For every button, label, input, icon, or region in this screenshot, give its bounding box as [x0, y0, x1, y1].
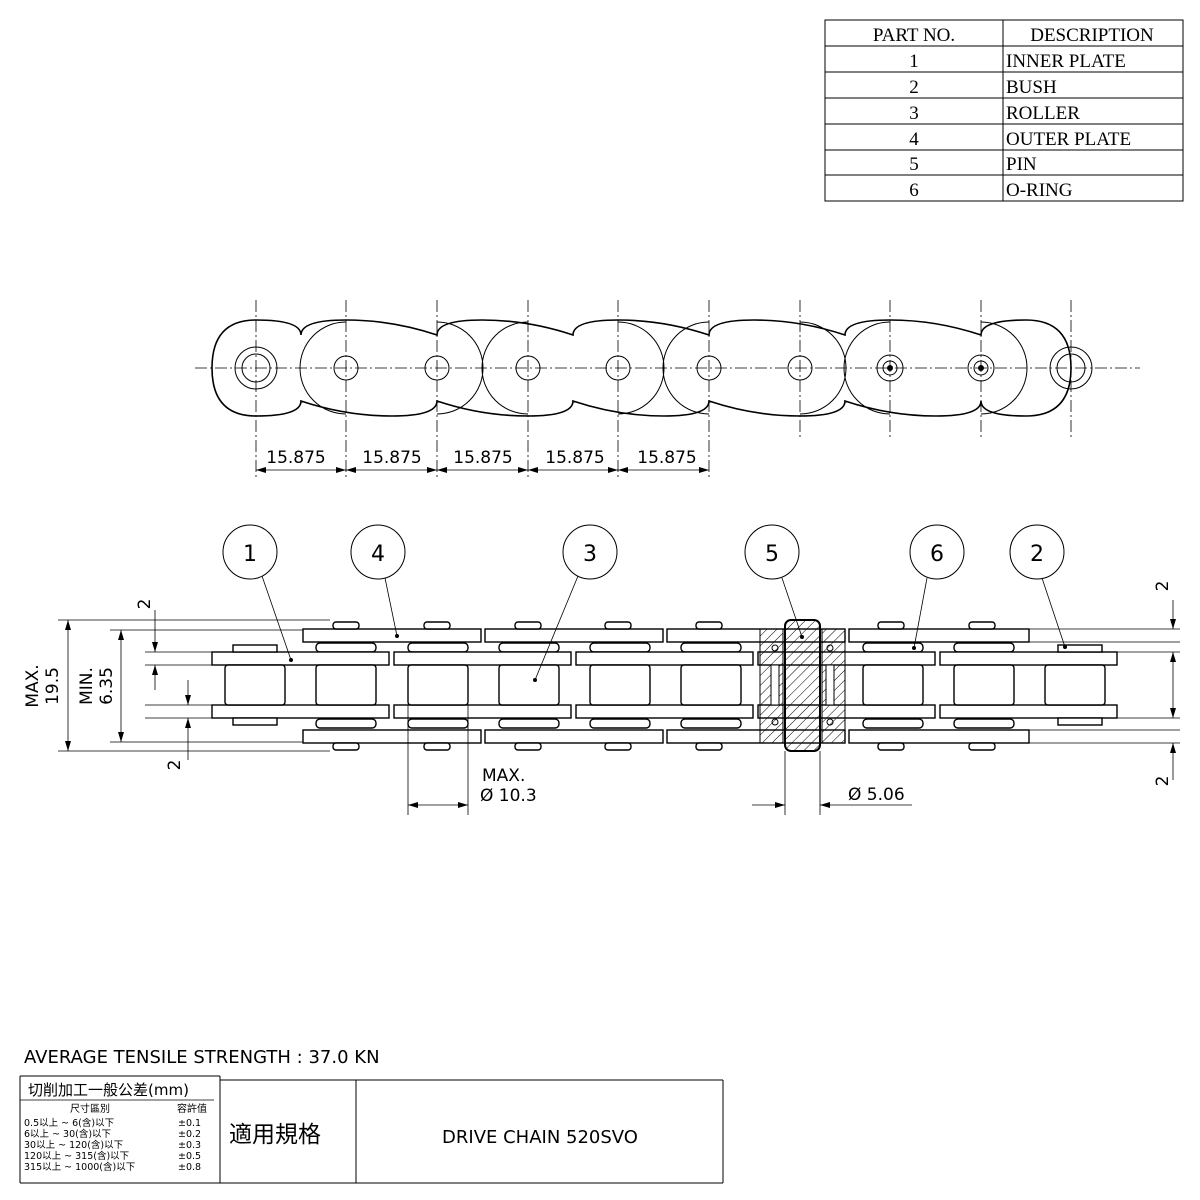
outer-plate — [302, 628, 1030, 643]
roller-diameter-dimension — [407, 705, 469, 815]
table-row-no: 4 — [909, 129, 919, 150]
tolerance-col-tol: 容許值 — [177, 1102, 207, 1115]
balloon: 2 — [1009, 524, 1067, 649]
pin-diameter-value: Ø 5.06 — [848, 785, 905, 805]
plate-thickness-label: 2 — [165, 760, 185, 771]
table-header-description: DESCRIPTION — [1030, 25, 1154, 46]
table-row-desc: PIN — [1006, 154, 1037, 175]
tolerance-title: 切削加工一般公差(mm) — [28, 1081, 189, 1099]
roller-diameter-value: Ø 10.3 — [480, 786, 537, 806]
bush — [232, 644, 278, 653]
min-width-label: MIN. — [77, 667, 97, 705]
plate-thickness-label: 2 — [1153, 776, 1173, 787]
pitch-label: 15.875 — [266, 448, 325, 468]
tolerance-value: ±0.5 — [178, 1151, 201, 1162]
tolerance-range: 0.5以上 ~ 6(含)以下 — [24, 1117, 114, 1129]
pin-heads — [332, 621, 996, 751]
product-name: DRIVE CHAIN 520SVO — [442, 1127, 638, 1148]
balloon-number: 4 — [371, 542, 385, 567]
table-row-no: 5 — [909, 154, 919, 175]
tensile-strength: AVERAGE TENSILE STRENGTH : 37.0 KN — [24, 1047, 380, 1068]
balloon-number: 5 — [765, 542, 779, 567]
bush-hole — [424, 355, 450, 381]
tolerance-range: 120以上 ~ 315(含)以下 — [24, 1150, 129, 1162]
table-row-desc: BUSH — [1006, 77, 1057, 98]
title-block — [19, 1075, 724, 1184]
min-width-value: 6.35 — [97, 667, 117, 705]
balloon-number: 3 — [583, 542, 597, 567]
table-row-desc: INNER PLATE — [1006, 51, 1126, 72]
balloon: 4 — [350, 524, 406, 638]
o-ring — [315, 642, 1015, 729]
table-header-part-no: PART NO. — [873, 25, 955, 46]
tolerance-range: 30以上 ~ 120(含)以下 — [24, 1139, 123, 1151]
width-dimensions — [58, 610, 330, 760]
table-row-desc: O-RING — [1006, 180, 1073, 201]
tolerance-value: ±0.2 — [178, 1129, 201, 1140]
outer-plate — [302, 729, 1030, 744]
bush-hole — [605, 355, 631, 381]
chain-outline — [211, 319, 1072, 417]
bush-hole — [787, 355, 813, 381]
plate-thickness-right — [1029, 600, 1180, 780]
bush — [232, 717, 278, 726]
plate-thickness-label: 2 — [1153, 581, 1173, 592]
balloon: 1 — [222, 524, 293, 662]
pin-diameter-dimension — [752, 751, 912, 815]
table-row-no: 3 — [909, 103, 919, 124]
bush-hole — [515, 355, 541, 381]
pin-hole — [876, 354, 904, 382]
pin-section — [759, 619, 846, 752]
table-row-desc: ROLLER — [1006, 103, 1080, 124]
tolerance-value: ±0.3 — [178, 1140, 201, 1151]
tolerance-value: ±0.1 — [178, 1118, 201, 1129]
pitch-label: 15.875 — [637, 448, 696, 468]
balloon-number: 6 — [930, 542, 944, 567]
roller — [224, 664, 1106, 706]
bush — [1057, 717, 1103, 726]
balloon: 5 — [744, 524, 804, 639]
roller-max-label: MAX. — [482, 766, 525, 786]
pitch-label: 15.875 — [545, 448, 604, 468]
table-row-no: 2 — [909, 77, 919, 98]
balloon-number: 2 — [1030, 542, 1044, 567]
bush-hole — [333, 355, 359, 381]
table-row-no: 1 — [909, 51, 919, 72]
tolerance-range: 315以上 ~ 1000(含)以下 — [24, 1161, 135, 1173]
balloon: 6 — [909, 524, 965, 650]
max-width-value: 19.5 — [43, 667, 63, 705]
bush-hole — [696, 355, 722, 381]
table-row-desc: OUTER PLATE — [1006, 129, 1131, 150]
pin-end-right — [1049, 346, 1093, 390]
pitch-label: 15.875 — [453, 448, 512, 468]
side-view: 1 4 3 5 6 2 — [23, 524, 1180, 815]
parts-table: PART NO. DESCRIPTION 1 INNER PLATE 2 BUS… — [824, 19, 1184, 202]
standard-label: 適用規格 — [229, 1122, 321, 1148]
tolerance-col-range: 尺寸區別 — [70, 1102, 110, 1115]
pin-end-left — [234, 346, 278, 390]
top-view: 15.875 15.875 15.875 15.875 15.875 — [195, 300, 1140, 478]
balloon-number: 1 — [243, 542, 257, 567]
bush — [1057, 644, 1103, 653]
plate-thickness-label: 2 — [135, 599, 155, 610]
max-width-label: MAX. — [23, 664, 43, 707]
tolerance-value: ±0.8 — [178, 1162, 201, 1173]
pitch-label: 15.875 — [362, 448, 421, 468]
pin-hole — [967, 354, 995, 382]
tolerance-range: 6以上 ~ 30(含)以下 — [24, 1128, 111, 1140]
table-row-no: 6 — [909, 180, 919, 201]
balloon: 3 — [533, 524, 618, 682]
pitch-dimensions — [256, 467, 709, 473]
